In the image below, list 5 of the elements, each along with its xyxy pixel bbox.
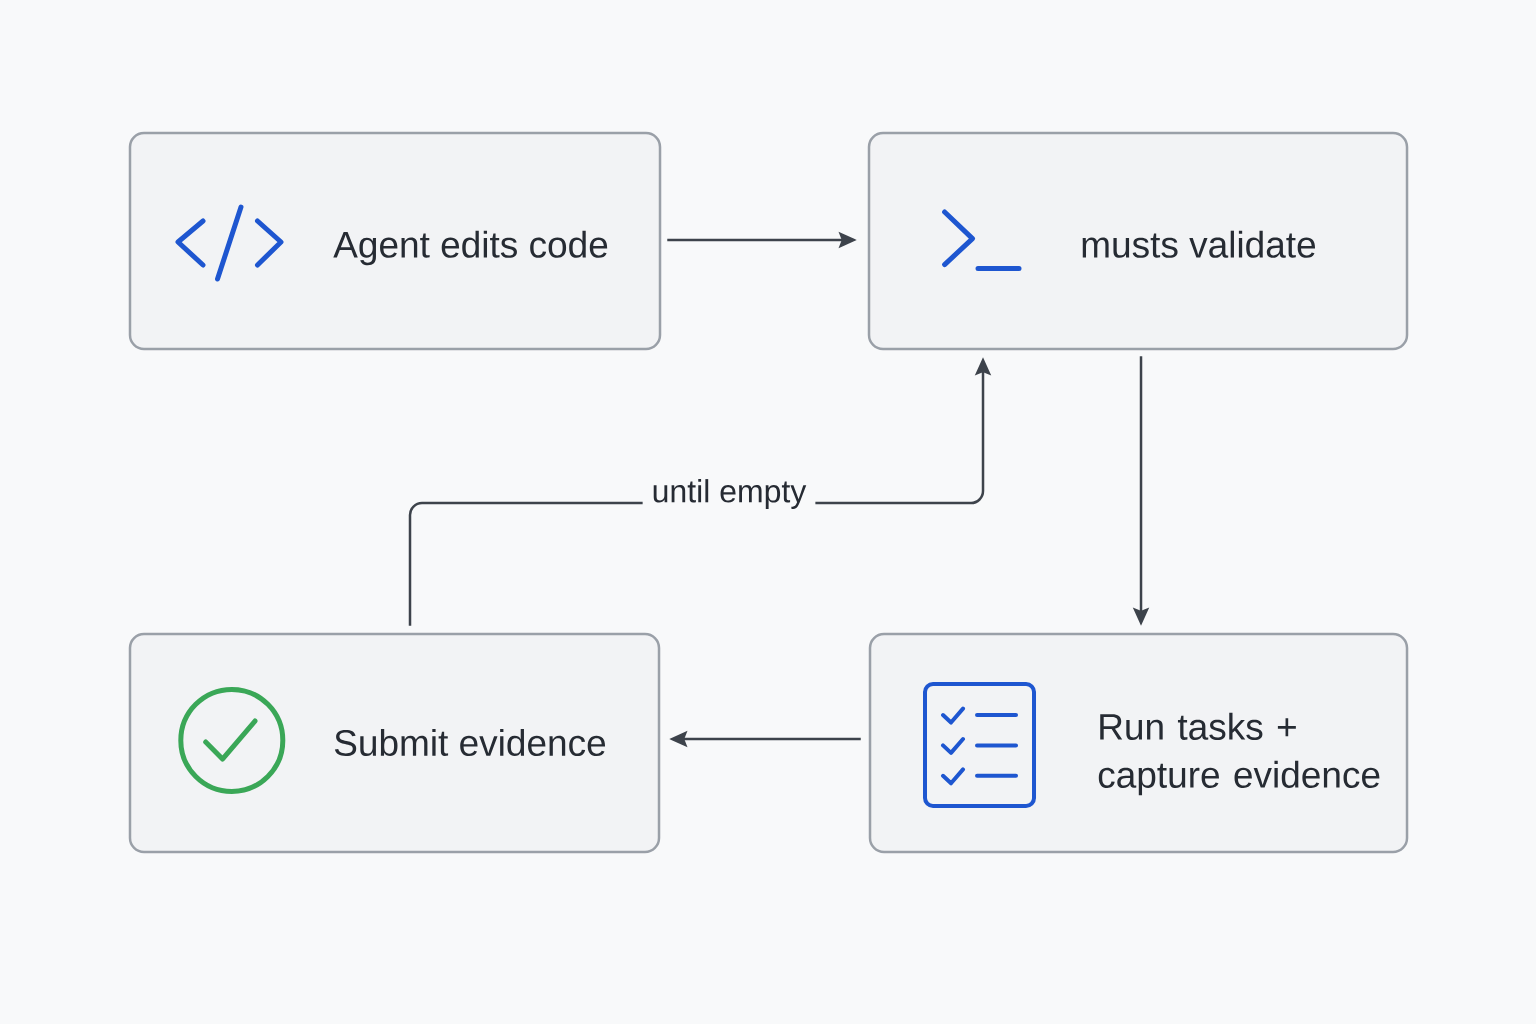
process-box: Submit evidence (128, 632, 661, 854)
process-box: musts validate (867, 131, 1409, 351)
process-box: Run tasks + capture evidence (868, 632, 1409, 854)
edge-label: until empty (642, 476, 816, 512)
process-box: Agent edits code (128, 131, 662, 351)
